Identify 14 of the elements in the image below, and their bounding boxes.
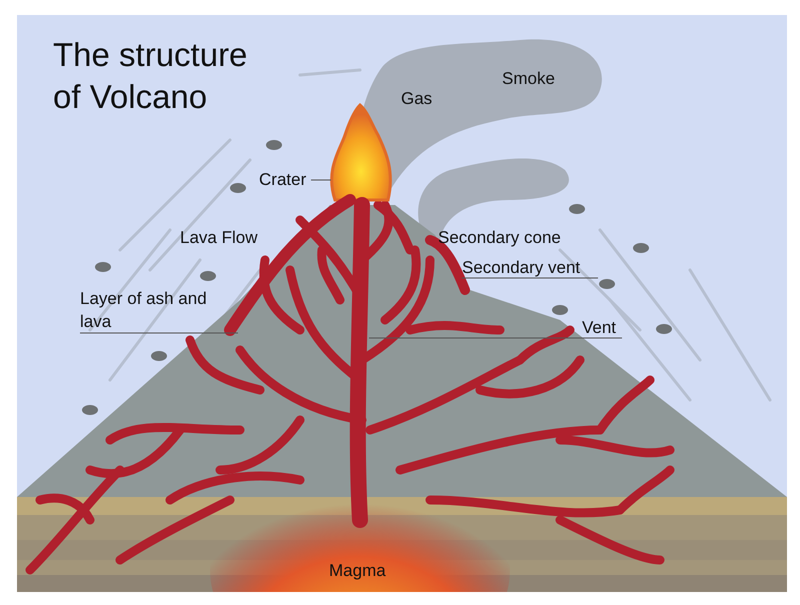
part-label: Lava Flow	[180, 227, 258, 249]
part-label: Gas	[401, 88, 434, 110]
leader-line	[80, 332, 238, 334]
part-label: Layer of ash and lava	[80, 287, 230, 333]
part-label: Secondary cone	[438, 227, 562, 249]
vent-channel	[350, 197, 370, 528]
part-label: Vent	[582, 316, 622, 339]
crater-flame	[330, 104, 392, 202]
part-label: Smoke	[502, 68, 556, 90]
lava-flow	[224, 194, 356, 336]
part-label: Magma	[329, 560, 387, 582]
part-label: Secondary vent	[462, 256, 598, 279]
part-label: Crater	[259, 168, 311, 191]
title: The structure of Volcano	[53, 35, 248, 117]
